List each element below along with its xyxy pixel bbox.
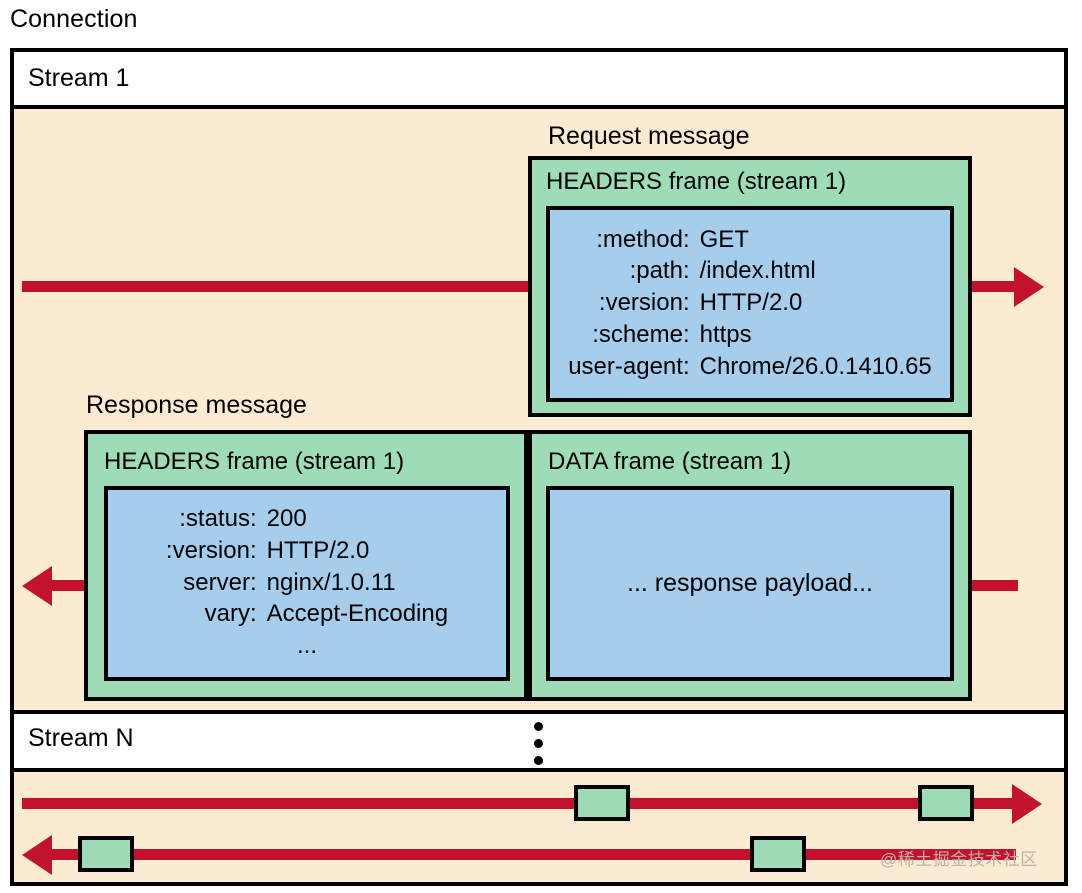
table-row: :path: /index.html <box>568 256 932 288</box>
response-data-frame: DATA frame (stream 1) ... response paylo… <box>528 430 972 701</box>
table-row: server: nginx/1.0.11 <box>166 568 448 600</box>
response-headers-frame: HEADERS frame (stream 1) :status: 200 :v… <box>84 430 528 701</box>
response-arrow-line-right <box>968 580 1018 591</box>
table-row: :status: 200 <box>166 504 448 536</box>
stream-1-header-band <box>14 52 1064 109</box>
header-key: :method: <box>596 225 690 253</box>
header-key: :status: <box>179 505 257 533</box>
header-value: HTTP/2.0 <box>266 536 370 564</box>
table-row: :scheme: https <box>568 320 932 352</box>
stream-n-response-arrow-head-icon <box>22 835 52 875</box>
header-value: Chrome/26.0.1410.65 <box>699 352 932 380</box>
request-headers-frame-title: HEADERS frame (stream 1) <box>546 168 847 195</box>
response-headers-table: :status: 200 :version: HTTP/2.0 server: … <box>166 504 448 663</box>
stream-n-frame-block <box>78 836 134 872</box>
stream-n-label: Stream N <box>28 724 134 752</box>
header-key: :scheme: <box>592 320 690 348</box>
table-row: vary: Accept-Encoding <box>166 599 448 631</box>
request-headers-table: :method: GET :path: /index.html :version… <box>568 225 932 384</box>
header-key: user-agent: <box>568 352 690 380</box>
response-arrow-head-icon <box>22 566 52 606</box>
response-headers-frame-title: HEADERS frame (stream 1) <box>104 448 405 475</box>
stream-n-request-arrow-head-icon <box>1012 784 1042 824</box>
table-row: ... <box>166 631 448 663</box>
stream-n-frame-block <box>750 836 806 872</box>
header-value: /index.html <box>699 257 816 285</box>
header-value: Accept-Encoding <box>266 600 449 628</box>
stream-1-label: Stream 1 <box>28 64 130 92</box>
request-headers-payload: :method: GET :path: /index.html :version… <box>546 206 954 402</box>
header-value: 200 <box>266 505 307 533</box>
request-arrow-line-right <box>968 281 1016 292</box>
header-key: :version: <box>598 289 690 317</box>
table-row: :method: GET <box>568 225 932 257</box>
request-arrow-head-icon <box>1014 267 1044 307</box>
connection-label: Connection <box>10 5 138 33</box>
header-key: :version: <box>165 536 257 564</box>
response-headers-payload: :status: 200 :version: HTTP/2.0 server: … <box>104 486 510 681</box>
header-value: nginx/1.0.11 <box>266 568 396 596</box>
request-arrow-line-left <box>22 281 532 292</box>
stream-n-response-arrow-line <box>50 849 1016 860</box>
vertical-ellipsis-icon <box>532 722 544 766</box>
header-continuation: ... <box>296 632 317 660</box>
response-payload-text: ... response payload... <box>627 569 873 597</box>
table-row: user-agent: Chrome/26.0.1410.65 <box>568 352 932 384</box>
response-message-caption: Response message <box>86 391 307 419</box>
header-key: vary: <box>204 600 257 628</box>
header-value: https <box>699 320 752 348</box>
stream-n-frame-block <box>918 785 974 821</box>
header-value: GET <box>699 225 749 253</box>
stream-n-body <box>14 772 1064 882</box>
header-key: server: <box>183 568 257 596</box>
response-data-frame-title: DATA frame (stream 1) <box>548 448 792 475</box>
response-arrow-line-left <box>50 580 88 591</box>
header-key: :path: <box>629 257 690 285</box>
response-data-payload: ... response payload... <box>546 486 954 681</box>
watermark: @稀土掘金技术社区 <box>880 850 1038 869</box>
table-row: :version: HTTP/2.0 <box>166 536 448 568</box>
stream-n-frame-block <box>574 785 630 821</box>
stream-n-request-arrow-line <box>22 798 1016 809</box>
table-row: :version: HTTP/2.0 <box>568 288 932 320</box>
header-value: HTTP/2.0 <box>699 289 803 317</box>
request-headers-frame: HEADERS frame (stream 1) :method: GET :p… <box>528 156 972 417</box>
request-message-caption: Request message <box>548 122 750 150</box>
